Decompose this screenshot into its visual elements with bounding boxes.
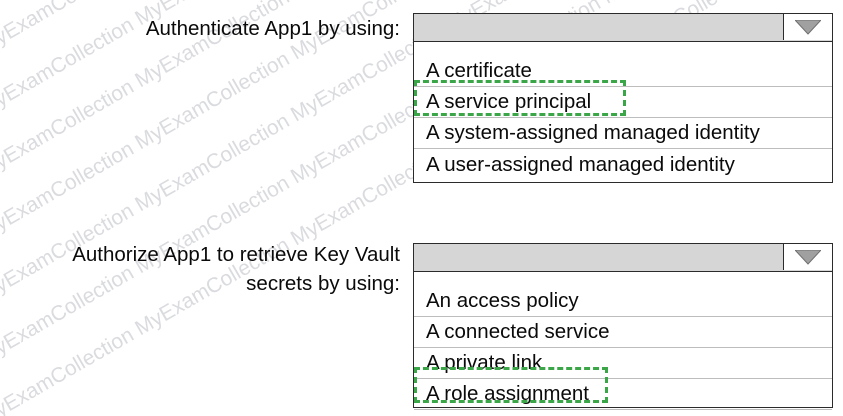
- list-item[interactable]: A private link: [414, 348, 832, 379]
- option-label: A system-assigned managed identity: [426, 121, 760, 144]
- list-item[interactable]: An access policy: [414, 286, 832, 317]
- question-label-line: secrets by using:: [246, 272, 400, 295]
- list-item[interactable]: A role assignment: [414, 379, 832, 410]
- dropdown-header-authorize[interactable]: [414, 244, 832, 272]
- chevron-down-icon: [795, 249, 821, 265]
- list-item[interactable]: A system-assigned managed identity: [414, 118, 832, 149]
- question-label-line: Authenticate App1 by using:: [145, 17, 400, 40]
- option-label: A user-assigned managed identity: [426, 152, 735, 176]
- dropdown-header-authenticate[interactable]: [414, 14, 832, 42]
- dropdown-authorize[interactable]: An access policy A connected service A p…: [413, 243, 833, 410]
- list-item[interactable]: A user-assigned managed identity: [414, 149, 832, 180]
- chevron-down-icon: [795, 19, 821, 35]
- option-label: A private link: [426, 351, 543, 374]
- question-label-authorize: Authorize App1 to retrieve Key Vault sec…: [30, 240, 400, 298]
- option-label: A connected service: [426, 320, 610, 343]
- option-label: A role assignment: [426, 382, 589, 405]
- list-top-spacer: [414, 42, 832, 56]
- dropdown-arrow-button-authorize[interactable]: [783, 244, 832, 271]
- dropdown-arrow-button-authenticate[interactable]: [783, 14, 832, 41]
- list-item[interactable]: A connected service: [414, 317, 832, 348]
- option-label: An access policy: [426, 289, 579, 312]
- option-label: A certificate: [426, 59, 532, 82]
- list-item[interactable]: A certificate: [414, 56, 832, 87]
- dropdown-options-authorize[interactable]: An access policy A connected service A p…: [414, 272, 832, 410]
- list-top-spacer: [414, 272, 832, 286]
- option-label: A service principal: [426, 90, 592, 113]
- question-label-authenticate: Authenticate App1 by using:: [60, 14, 400, 43]
- dropdown-options-authenticate[interactable]: A certificate A service principal A syst…: [414, 42, 832, 180]
- question-label-line: Authorize App1 to retrieve Key Vault: [72, 243, 400, 266]
- list-item[interactable]: A service principal: [414, 87, 832, 118]
- dropdown-authenticate[interactable]: A certificate A service principal A syst…: [413, 13, 833, 183]
